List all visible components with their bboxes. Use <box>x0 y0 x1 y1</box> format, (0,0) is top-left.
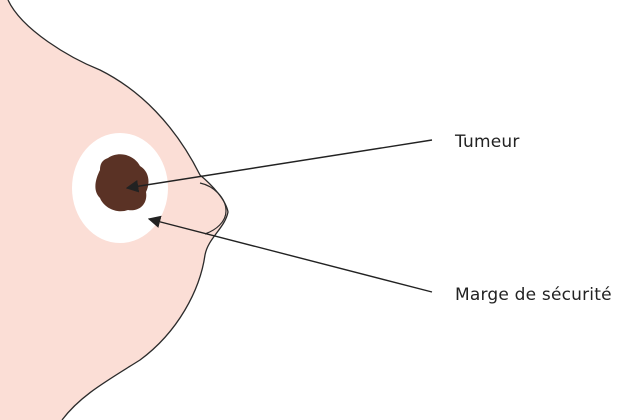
tumor-label: Tumeur <box>455 132 520 152</box>
safety-margin-label: Marge de sécurité <box>455 285 612 305</box>
